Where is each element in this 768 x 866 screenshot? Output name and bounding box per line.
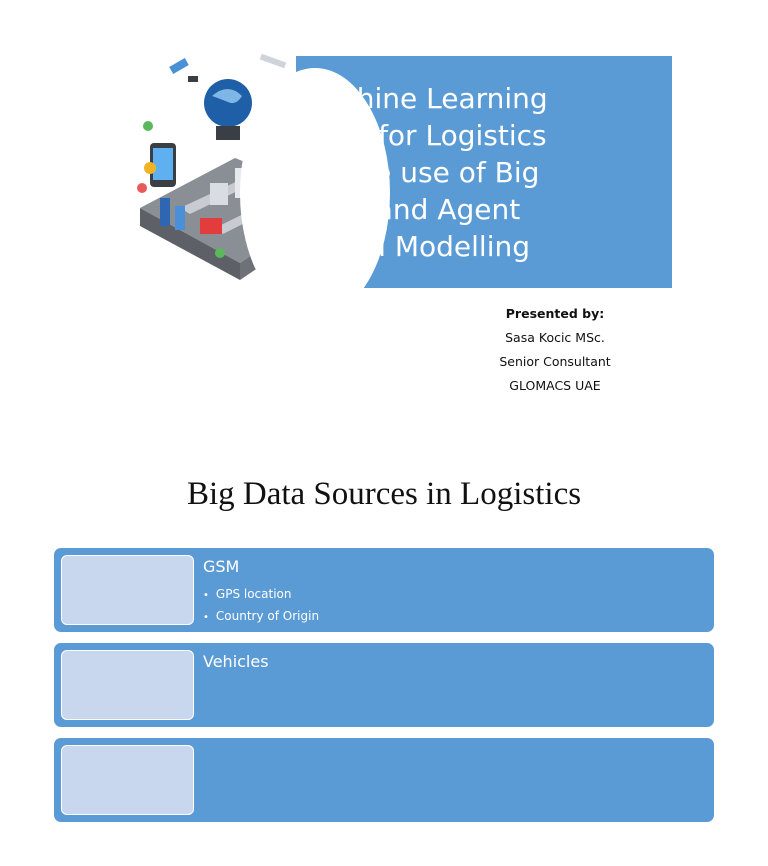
- presenter-info: Presented by: Sasa Kocic MSc. Senior Con…: [470, 302, 640, 398]
- slide-title: Machine Learning d IoT for Logistics ith…: [300, 82, 548, 263]
- bullet-item: Country of Origin: [203, 606, 319, 628]
- presenter-label: Presented by:: [505, 306, 605, 321]
- row-thumbnail: [61, 650, 194, 720]
- presenter-org: GLOMACS UAE: [509, 378, 601, 393]
- row-thumbnail: [61, 745, 194, 815]
- list-item: GSM GPS location Country of Origin: [54, 548, 714, 632]
- row-heading: Vehicles: [203, 652, 269, 671]
- row-bullets: GPS location Country of Origin: [203, 584, 319, 628]
- row-thumbnail: [61, 555, 194, 625]
- title-slide: Machine Learning d IoT for Logistics ith…: [0, 0, 768, 420]
- list-item: [54, 738, 714, 822]
- section-title: Big Data Sources in Logistics: [186, 476, 582, 512]
- row-heading: GSM: [203, 557, 240, 576]
- presenter-role: Senior Consultant: [499, 354, 611, 369]
- banner-curve: [240, 68, 390, 318]
- presenter-name: Sasa Kocic MSc.: [505, 330, 605, 345]
- bullet-item: GPS location: [203, 584, 319, 606]
- list-item: Vehicles: [54, 643, 714, 727]
